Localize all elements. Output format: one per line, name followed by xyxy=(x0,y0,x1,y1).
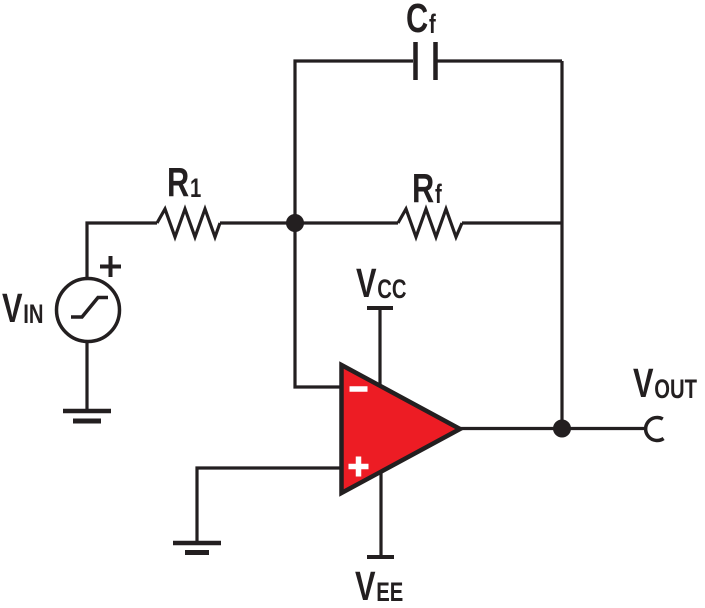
wire-inverting-input xyxy=(293,223,341,389)
capacitor-cf xyxy=(413,42,438,80)
label-r1-main: R xyxy=(167,159,190,205)
label-vee-sub: EE xyxy=(376,577,404,607)
label-vcc-main: V xyxy=(356,260,377,306)
opamp-triangle xyxy=(339,361,465,497)
resistor-r1-zigzag xyxy=(155,204,222,242)
label-vin-sub: IN xyxy=(23,299,44,329)
label-cf-sub: f xyxy=(428,9,436,39)
plus-icon xyxy=(100,256,121,277)
plus-icon-opamp xyxy=(348,456,369,477)
ground-icon-noninverting xyxy=(173,540,221,555)
label-cf-main: C xyxy=(406,0,429,41)
ramp-icon xyxy=(71,295,108,319)
wire-feedback-cap-left xyxy=(293,59,413,223)
wire-noninverting-input xyxy=(195,466,341,543)
label-vout-sub: OUT xyxy=(654,374,698,404)
label-vee-main: V xyxy=(355,563,376,608)
ground-icon-source xyxy=(63,408,111,424)
label-vcc-sub: CC xyxy=(377,274,407,304)
vin-source xyxy=(54,256,122,344)
wire-source-to-r1 xyxy=(85,221,157,279)
junction-dot-inverting xyxy=(286,214,304,232)
label-r1-sub: 1 xyxy=(189,173,202,203)
open-terminal-icon xyxy=(643,415,665,443)
junction-dot-output xyxy=(553,419,571,438)
label-rf-sub: f xyxy=(434,179,442,209)
label-vout-main: V xyxy=(633,360,654,406)
label-vin-main: V xyxy=(2,285,23,331)
source-circle xyxy=(54,276,122,344)
resistor-rf-zigzag xyxy=(396,204,464,242)
vee-terminal xyxy=(367,470,394,559)
label-rf-main: R xyxy=(412,165,435,211)
vcc-terminal xyxy=(367,306,393,386)
